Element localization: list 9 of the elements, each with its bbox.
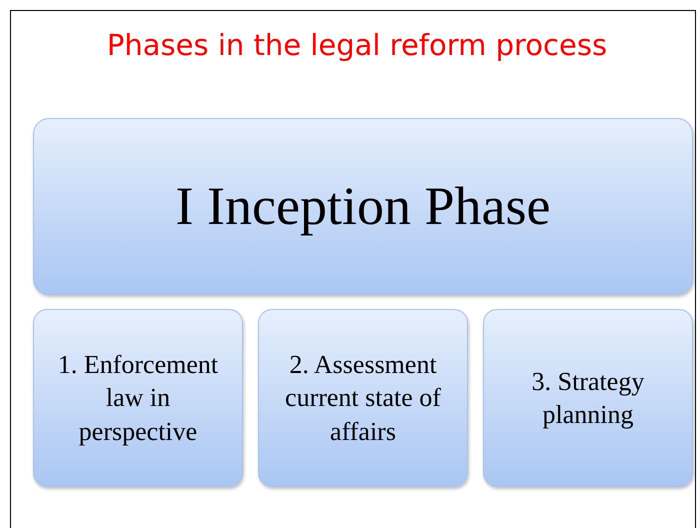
box-label: 1. Enforcement law in perspective — [56, 349, 220, 448]
box-label: 2. Assessment current state of affairs — [284, 349, 442, 448]
phase-box — [483, 309, 693, 487]
phase-box — [33, 118, 693, 295]
phase-box — [258, 309, 468, 487]
box-label: I Inception Phase — [174, 176, 552, 236]
phase-box — [33, 309, 243, 487]
title: Phases in the legal reform process — [106, 28, 608, 62]
box-label: 3. Strategy planning — [530, 366, 646, 431]
